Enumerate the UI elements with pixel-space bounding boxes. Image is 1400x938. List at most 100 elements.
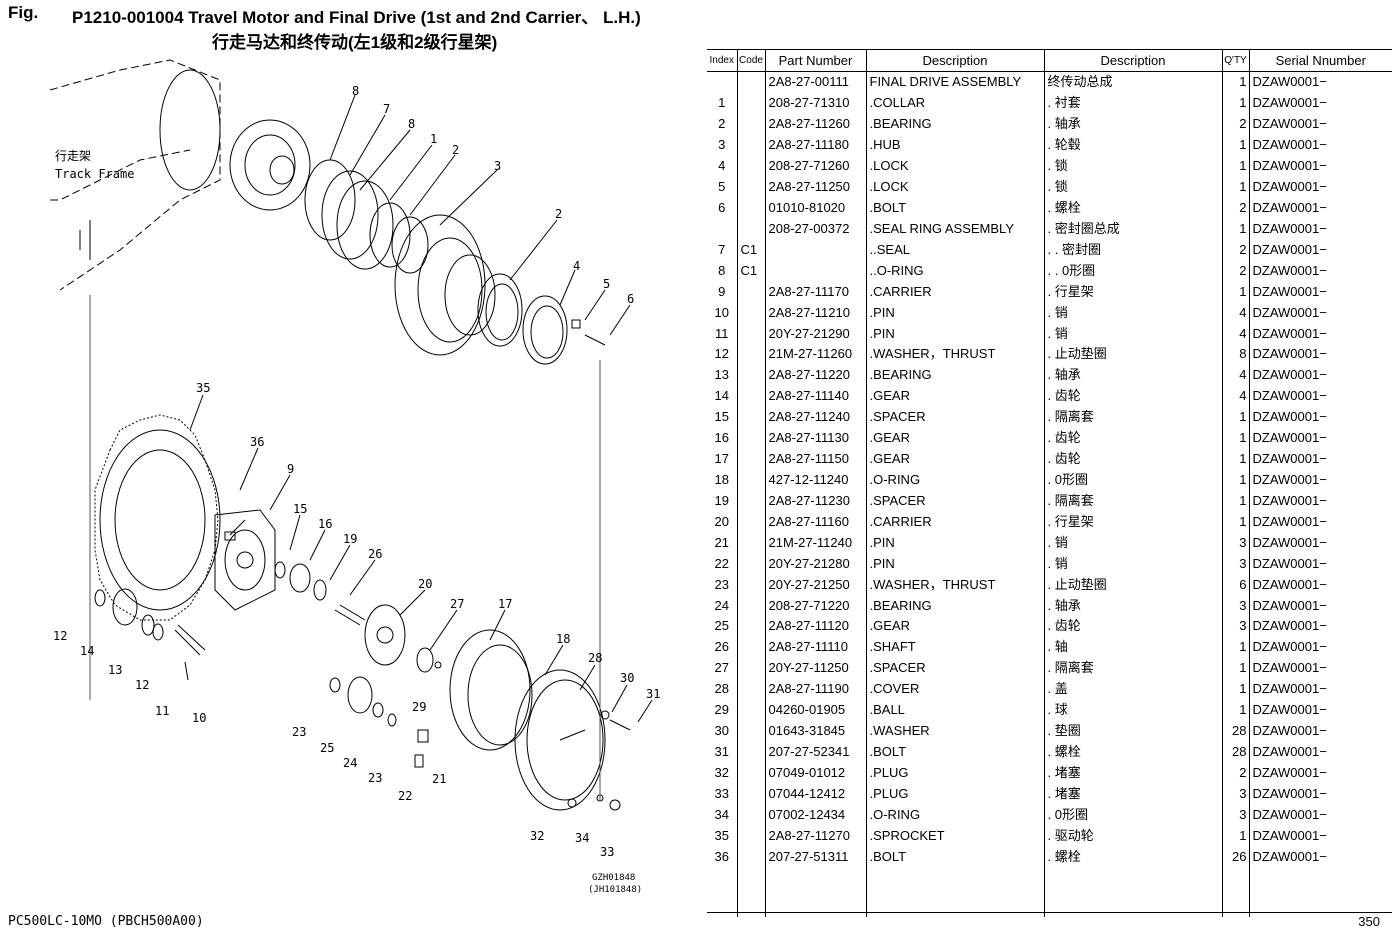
row-index: 35 (714, 827, 729, 843)
row-index: 32 (714, 764, 729, 780)
row-description-cn: . 螺栓 (1043, 741, 1222, 763)
callout-30: 30 (620, 671, 634, 685)
row-description-en: .SPACER (865, 657, 1044, 679)
callout-34: 34 (575, 831, 589, 845)
row-qty: 1 (1221, 678, 1249, 700)
row-qty: 1 (1221, 155, 1249, 177)
row-description-en: .PIN (865, 553, 1044, 575)
row-qty: 3 (1221, 615, 1249, 637)
row-code (736, 553, 765, 575)
callout-11: 11 (155, 704, 169, 718)
row-description-en: FINAL DRIVE ASSEMBLY (865, 71, 1044, 93)
row-qty: 1 (1221, 176, 1249, 198)
row-qty: 1 (1221, 92, 1249, 114)
row-serial: DZAW0001− (1248, 783, 1392, 805)
row-code (736, 134, 765, 156)
row-part-number: 2A8-27-11120 (764, 615, 866, 637)
row-qty: 26 (1221, 846, 1249, 868)
row-qty: 1 (1221, 406, 1249, 428)
row-description-cn: . 轴 (1043, 636, 1222, 658)
callout-8b: 8 (408, 117, 415, 131)
row-description-en: .PIN (865, 532, 1044, 554)
row-description-cn: . 行星架 (1043, 511, 1222, 533)
callout-33: 33 (600, 845, 614, 859)
page-title-cn: 行走马达和终传动(左1级和2级行星架) (212, 33, 498, 52)
row-qty: 2 (1221, 197, 1249, 219)
row-part-number: 208-27-00372 (764, 218, 866, 240)
row-description-cn: . 堵塞 (1043, 762, 1222, 784)
row-part-number: 20Y-27-21280 (764, 553, 866, 575)
row-part-number: 2A8-27-11150 (764, 448, 866, 470)
row-description-cn: . 销 (1043, 553, 1222, 575)
row-code (736, 490, 765, 512)
row-part-number: 2A8-27-11210 (764, 302, 866, 324)
table-header-row: Index Code Part Number Description Descr… (707, 49, 1392, 72)
row-code (736, 343, 765, 365)
row-index (707, 72, 737, 93)
row-code (736, 469, 765, 491)
row-index: 8 (718, 262, 726, 278)
row-description-en: .WASHER，THRUST (865, 574, 1044, 596)
filler-cell (764, 867, 866, 918)
row-qty: 4 (1221, 323, 1249, 344)
row-code (736, 155, 765, 177)
col-part-number: Part Number (764, 49, 866, 72)
callout-21: 21 (432, 772, 446, 786)
row-part-number: 208-27-71260 (764, 155, 866, 177)
row-code (736, 71, 765, 93)
callout-20: 20 (418, 577, 432, 591)
row-code (736, 615, 765, 637)
callout-29: 29 (412, 700, 426, 714)
row-part-number: 2A8-27-11190 (764, 678, 866, 700)
callout-23: 23 (292, 725, 306, 739)
row-code (736, 804, 765, 826)
row-part-number: 20Y-27-21290 (764, 323, 866, 344)
row-qty: 1 (1221, 134, 1249, 156)
row-description-cn: . 隔离套 (1043, 406, 1222, 428)
row-serial: DZAW0001− (1248, 176, 1392, 198)
callout-31: 31 (646, 687, 660, 701)
callout-6: 6 (627, 292, 634, 306)
row-serial: DZAW0001− (1248, 804, 1392, 826)
row-serial: DZAW0001− (1248, 323, 1392, 344)
callout-13: 13 (108, 663, 122, 677)
row-description-cn: . 齿轮 (1043, 448, 1222, 470)
row-description-cn: . . 密封圈 (1043, 239, 1222, 261)
row-serial: DZAW0001− (1248, 825, 1392, 847)
row-description-cn: . 驱动轮 (1043, 825, 1222, 847)
row-part-number: 07049-01012 (764, 762, 866, 784)
callout-18: 18 (556, 632, 570, 646)
row-part-number: 2A8-27-11230 (764, 490, 866, 512)
callout-1: 1 (430, 132, 437, 146)
row-serial: DZAW0001− (1248, 134, 1392, 156)
row-serial: DZAW0001− (1248, 427, 1392, 449)
row-code (736, 720, 765, 742)
row-part-number: 427-12-11240 (764, 469, 866, 491)
row-description-en: .PIN (865, 302, 1044, 324)
row-code (736, 783, 765, 805)
row-index: 21 (714, 534, 729, 550)
row-description-cn: . 隔离套 (1043, 490, 1222, 512)
row-index: 2 (718, 116, 726, 132)
callout-27: 27 (450, 597, 464, 611)
row-description-cn: . 齿轮 (1043, 385, 1222, 407)
row-description-cn: . 0形圈 (1043, 804, 1222, 826)
row-description-en: .COVER (865, 678, 1044, 700)
row-description-en: .WASHER (865, 720, 1044, 742)
row-qty: 1 (1221, 825, 1249, 847)
row-description-en: .O-RING (865, 804, 1044, 826)
row-index: 15 (714, 409, 729, 425)
row-description-en: .GEAR (865, 615, 1044, 637)
row-description-en: .BEARING (865, 364, 1044, 386)
